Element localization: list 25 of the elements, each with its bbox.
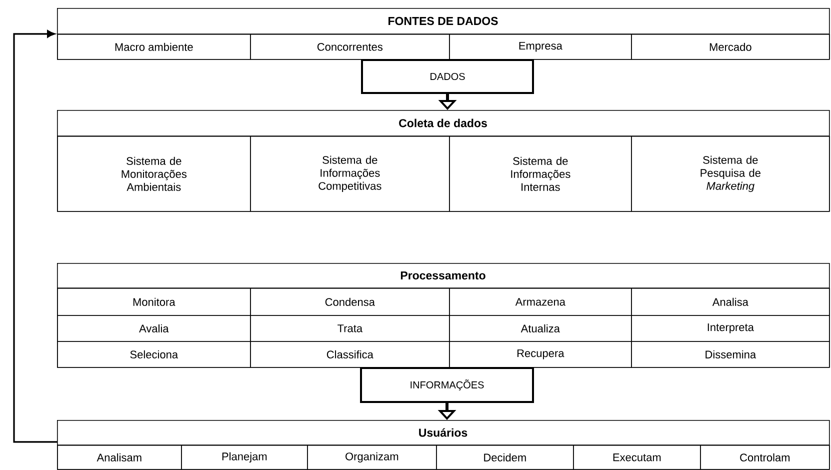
table-cell: Sistema de Monitorações Ambientais xyxy=(57,136,251,212)
table-cell: Decidem xyxy=(436,445,574,470)
feedback-arrow xyxy=(13,30,57,443)
table-cell: Atualiza xyxy=(449,315,632,342)
table-cell: Avalia xyxy=(57,315,251,342)
table-cell: Monitora xyxy=(57,288,251,316)
table-cell: Trata xyxy=(250,315,450,342)
table-cell: Sistema de Informações Competitivas xyxy=(250,136,450,212)
table-cell: Sistema de Pesquisa de Marketing xyxy=(631,136,830,212)
table-cell: Mercado xyxy=(631,34,830,60)
table-cell: Dissemina xyxy=(631,341,830,368)
table-cell: Analisa xyxy=(631,288,830,316)
table-cell: Seleciona xyxy=(57,341,251,368)
table-cell: Controlam xyxy=(700,445,830,470)
table-cell: Macro ambiente xyxy=(57,34,251,60)
table-cell: Planejam xyxy=(181,445,308,470)
table-cell: Armazena xyxy=(449,288,632,316)
table-cell: Sistema de Informações Internas xyxy=(449,136,632,212)
table-cell: Executam xyxy=(573,445,701,470)
table-cell: Organizam xyxy=(307,445,437,470)
table-cell: Condensa xyxy=(250,288,450,316)
tag-box: DADOS xyxy=(361,59,534,94)
tag-box: INFORMAÇÕES xyxy=(360,367,534,403)
table-cell: Interpreta xyxy=(631,315,830,342)
table-cell: Analisam xyxy=(57,445,182,470)
